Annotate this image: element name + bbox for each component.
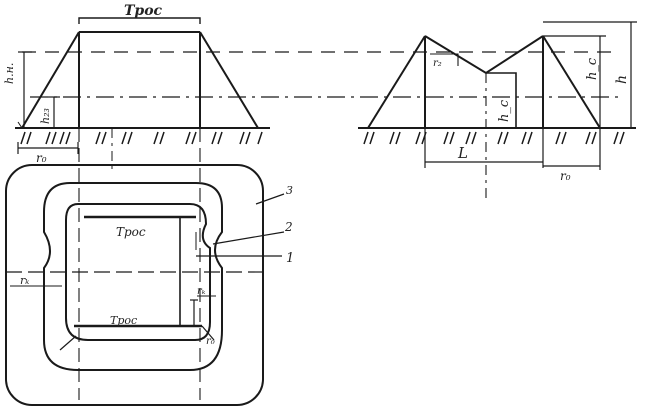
label-trench-top: Трос	[124, 3, 163, 19]
contour-inner	[65, 203, 211, 341]
label-h-total: h	[614, 75, 630, 84]
outer-slope-left	[367, 35, 426, 129]
contour-3	[5, 164, 264, 406]
label-r0-right: r₀	[560, 169, 571, 183]
label-h-np: h.н.	[3, 63, 16, 84]
label-small-offset: r₂	[433, 58, 442, 69]
label-r0-left: r₀	[36, 151, 47, 165]
label-trench-plan-lower: Трос	[110, 314, 137, 327]
label-hc-left: h_c	[497, 99, 512, 122]
right-slope	[199, 31, 259, 129]
callout-1: 1	[286, 251, 294, 266]
label-h-sub: h₂₃	[39, 108, 52, 124]
label-rk-left: rₖ	[20, 274, 29, 287]
label-hc-right: h_c	[585, 57, 600, 80]
center-marker	[486, 72, 517, 128]
callout-3: 3	[286, 184, 293, 197]
callout-2: 2	[284, 220, 293, 234]
contour-2	[43, 182, 223, 371]
label-rk-right-plan: rₖ	[197, 286, 206, 297]
label-rk-bottom: r₀	[206, 336, 215, 347]
ground-hatch-right	[363, 131, 625, 145]
left-elevation	[15, 17, 270, 154]
top-bracket	[78, 17, 201, 24]
ground-hatch-left	[20, 131, 263, 145]
label-trench-plan-upper: Трос	[116, 225, 146, 239]
leader-3	[255, 193, 285, 205]
outer-slope-right	[542, 35, 601, 129]
left-slope	[21, 31, 80, 129]
reference-lines	[22, 51, 620, 98]
small-offset-mark	[430, 53, 459, 66]
right-elevation	[358, 21, 637, 200]
leader-2	[212, 231, 285, 245]
label-L: L	[457, 144, 468, 162]
plan-view	[5, 128, 285, 406]
